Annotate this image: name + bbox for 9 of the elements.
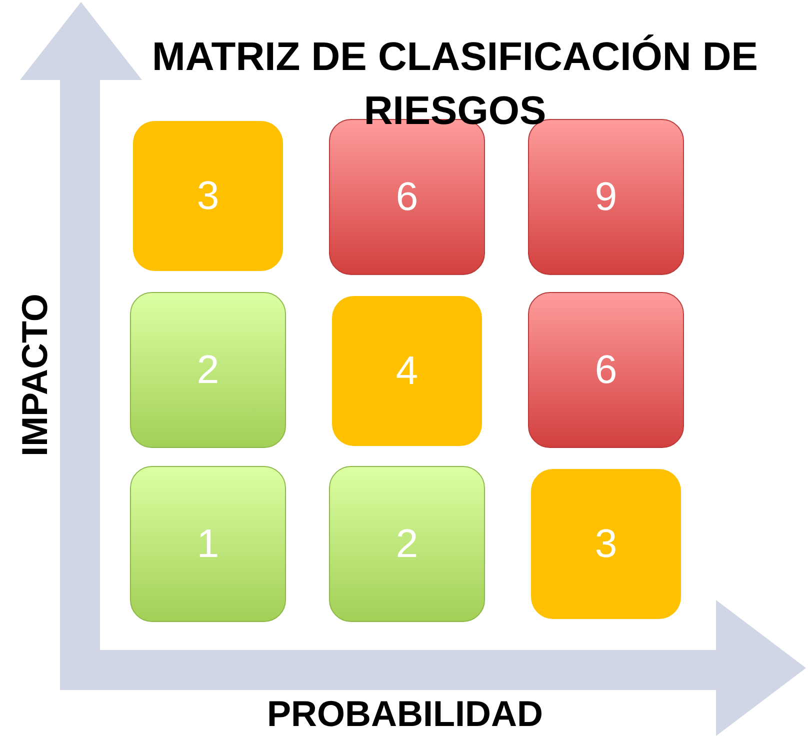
risk-score-box: 2 (329, 466, 485, 622)
axis-label: PROBABILIDAD (267, 693, 543, 735)
risk-score-box: 2 (130, 292, 286, 448)
risk-score-box: 4 (332, 296, 482, 446)
risk-score-box: 3 (531, 469, 681, 619)
axis-label: IMPACTO (14, 294, 56, 456)
risk-score-box: 6 (528, 292, 684, 448)
risk-score-box: 1 (130, 466, 286, 622)
risk-score-box: 3 (133, 121, 283, 271)
